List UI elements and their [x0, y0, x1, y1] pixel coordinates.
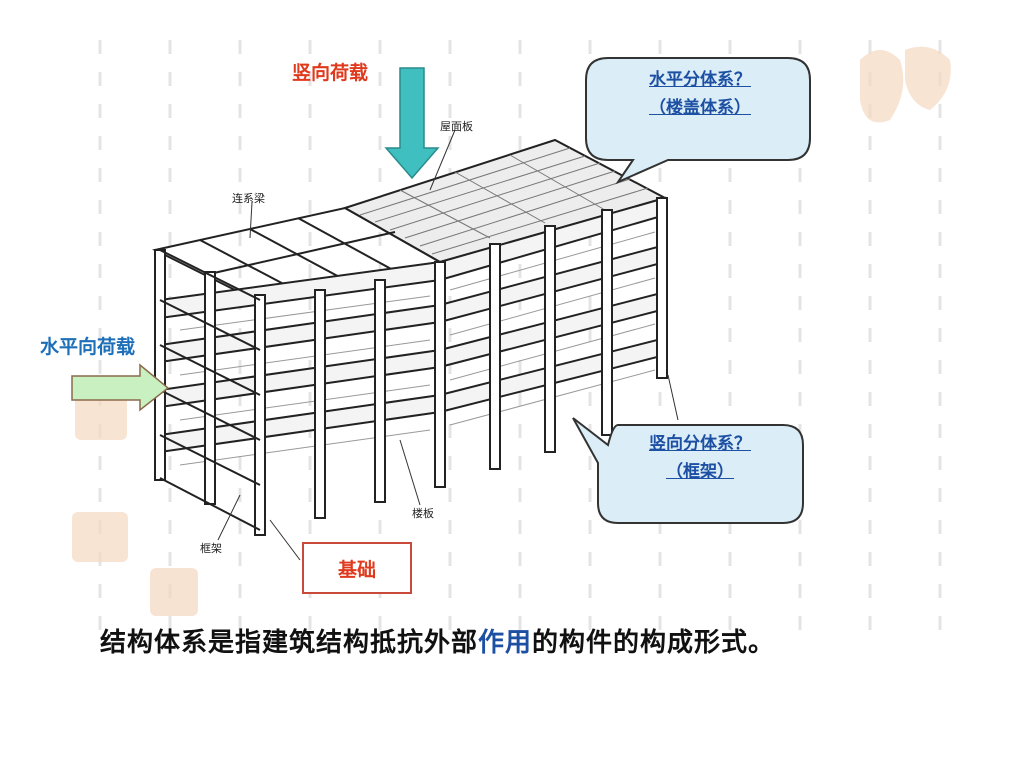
foundation-label: 基础	[338, 555, 376, 582]
tie-beam-label: 连系梁	[232, 190, 265, 206]
vertical-system-line1: 竖向分体系？	[605, 430, 795, 458]
caption: 结构体系是指建筑结构抵抗外部作用的构件的构成形式。	[100, 622, 775, 659]
vertical-load-label: 竖向荷载	[292, 58, 368, 85]
vertical-system-text: 竖向分体系？ （框架）	[605, 430, 795, 486]
horizontal-system-line1: 水平分体系？	[600, 66, 800, 94]
horizontal-system-text: 水平分体系？ （楼盖体系）	[600, 66, 800, 122]
frame-label: 框架	[200, 540, 222, 556]
caption-part1: 结构体系是指建筑结构抵抗外部	[100, 628, 478, 658]
vertical-system-line2: （框架）	[605, 458, 795, 486]
caption-highlight: 作用	[478, 628, 532, 658]
floor-slab-label: 楼板	[412, 505, 434, 521]
vertical-load-arrow	[386, 68, 438, 178]
caption-part2: 的构件的构成形式。	[532, 628, 775, 658]
horizontal-system-line2: （楼盖体系）	[600, 94, 800, 122]
roof-slab-label: 屋面板	[440, 118, 473, 134]
foundation-box: 基础	[302, 542, 412, 594]
horizontal-load-label: 水平向荷载	[40, 332, 135, 359]
